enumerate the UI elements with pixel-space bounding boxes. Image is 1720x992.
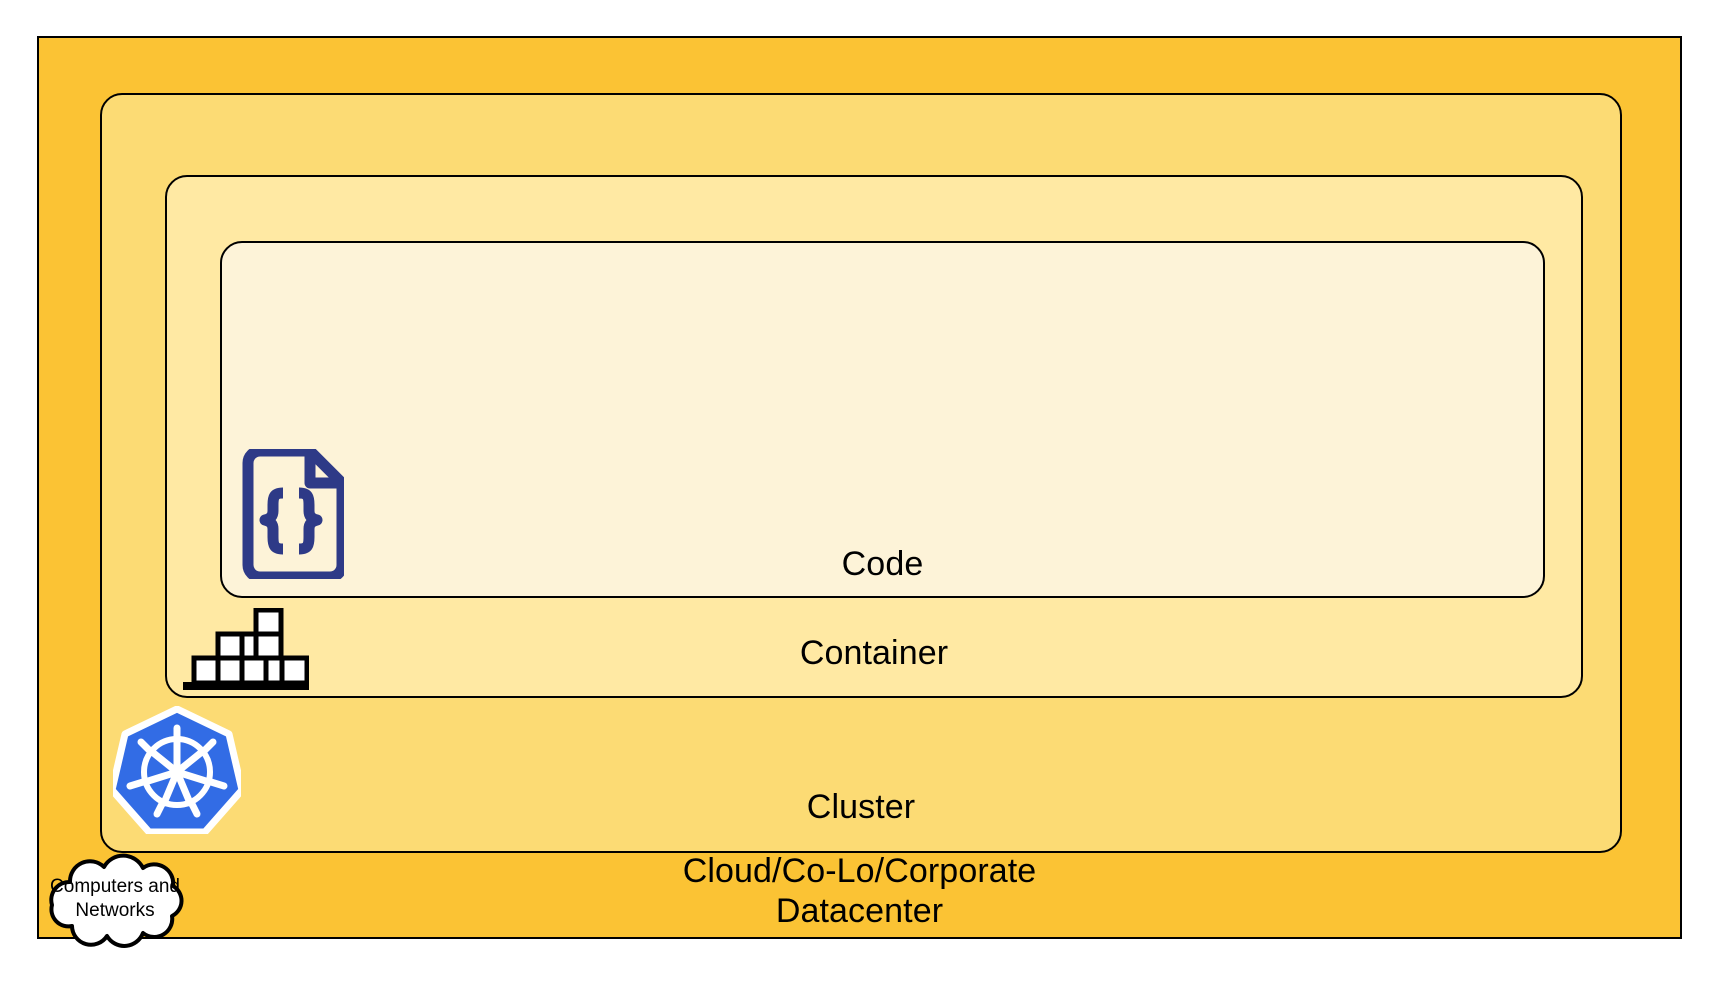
code-json-document-icon (242, 449, 344, 579)
layer-label-cluster: Cluster (806, 788, 916, 826)
layer-code (220, 241, 1545, 598)
kubernetes-helm-wheel-icon (113, 706, 241, 834)
layer-label-container: Container (799, 634, 949, 672)
container-boxes-stack-icon (183, 608, 309, 690)
layer-label-code: Code (841, 545, 924, 583)
cloud-shape-computers-and-networks (49, 853, 184, 948)
layer-label-datacenter: Cloud/Co-Lo/Corporate Datacenter (682, 852, 1037, 930)
